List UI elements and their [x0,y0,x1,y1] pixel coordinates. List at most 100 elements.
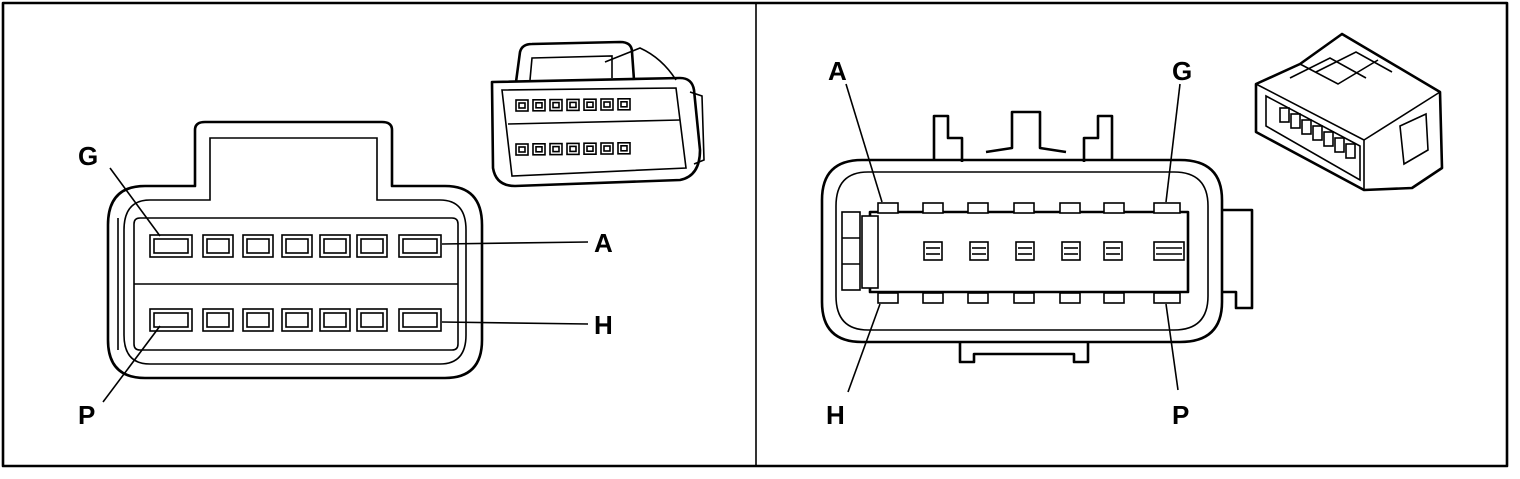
terminal-pin [285,312,309,328]
right-center-slots [923,241,1185,261]
terminal-cavity [398,308,442,332]
terminal-tab [1059,202,1081,214]
iso-terminal [600,142,614,155]
terminal-pin [360,312,384,328]
left-connector-face [106,120,484,380]
iso-terminal [549,98,563,112]
left-iso-terminal-row-top [515,98,631,112]
iso-terminal-pin [535,102,543,109]
terminal-pin [360,238,384,254]
terminal-pin [323,312,347,328]
leader-right-g [1165,83,1181,203]
terminal-pin [153,312,189,328]
terminal-pin [206,238,230,254]
iso-terminal [515,143,529,156]
iso-terminal [549,142,563,156]
terminal-cavity [398,234,442,258]
left-connector-isometric [490,40,705,188]
iso-terminal-pin [535,146,543,153]
left-iso-terminal-row-bottom [515,142,631,156]
leader-left-p [102,325,161,403]
iso-terminal [600,98,614,111]
label-left-p: P [78,400,95,430]
terminal-cavity [202,308,234,332]
terminal-cavity [319,234,351,258]
label-right-p: P [1172,400,1189,430]
iso-terminal [1323,131,1334,147]
left-terminal-row-bottom [149,308,442,332]
leader-left-g [109,167,161,237]
terminal-cavity [149,234,193,258]
label-right-a: A [828,56,847,86]
terminal-pin [402,238,438,254]
iso-terminal [1290,113,1301,129]
terminal-tab [1153,202,1181,214]
terminal-tab [922,292,944,304]
leader-left-a [441,241,589,245]
iso-terminal [1301,119,1312,135]
iso-terminal [532,99,546,112]
right-iso-terminal-row [1279,107,1356,159]
right-connector-face [820,110,1254,364]
iso-terminal-pin [620,101,628,108]
terminal-tab [1013,202,1035,214]
terminal-cavity [242,234,274,258]
terminal-pin [285,238,309,254]
iso-terminal [1345,143,1356,159]
label-right-h: H [826,400,845,430]
iso-terminal [1312,125,1323,141]
iso-terminal-pin [569,101,577,109]
terminal-pin [402,312,438,328]
iso-terminal-pin [552,145,560,153]
right-terminal-row-top [877,202,1181,214]
terminal-tab [1103,292,1125,304]
terminal-tab [967,202,989,214]
left-terminal-row-top [149,234,442,258]
center-slot [923,241,943,261]
label-left-g: G [78,141,98,171]
diagram-frame [1,1,1509,468]
iso-terminal-pin [552,101,560,109]
iso-terminal [1279,107,1290,123]
label-left-a: A [594,228,613,258]
label-right-g: G [1172,56,1192,86]
terminal-pin [246,312,270,328]
terminal-cavity [242,308,274,332]
iso-terminal [583,142,597,155]
label-left-h: H [594,310,613,340]
iso-terminal-pin [586,145,594,152]
terminal-pin [246,238,270,254]
center-slot [1061,241,1081,261]
leader-left-h [441,321,589,325]
terminal-cavity [356,234,388,258]
iso-terminal-pin [586,101,594,108]
right-terminal-row-bottom [877,292,1181,304]
leader-right-a [845,83,883,203]
center-slot [1103,241,1123,261]
iso-terminal [566,98,580,112]
iso-terminal [532,143,546,156]
right-connector-isometric [1254,32,1444,192]
terminal-pin [206,312,230,328]
iso-terminal-pin [569,145,577,153]
terminal-tab [1153,292,1181,304]
iso-terminal [515,99,529,112]
terminal-cavity [319,308,351,332]
terminal-tab [967,292,989,304]
leader-right-p [1165,303,1179,391]
terminal-tab [877,292,899,304]
iso-terminal [583,98,597,111]
center-slot [969,241,989,261]
iso-terminal [566,142,580,156]
terminal-tab [922,202,944,214]
terminal-cavity [202,234,234,258]
center-slot [1153,241,1185,261]
iso-terminal [617,142,631,155]
center-slot [1015,241,1035,261]
iso-terminal [1334,137,1345,153]
terminal-tab [1059,292,1081,304]
terminal-cavity [281,234,313,258]
terminal-pin [323,238,347,254]
terminal-cavity [356,308,388,332]
